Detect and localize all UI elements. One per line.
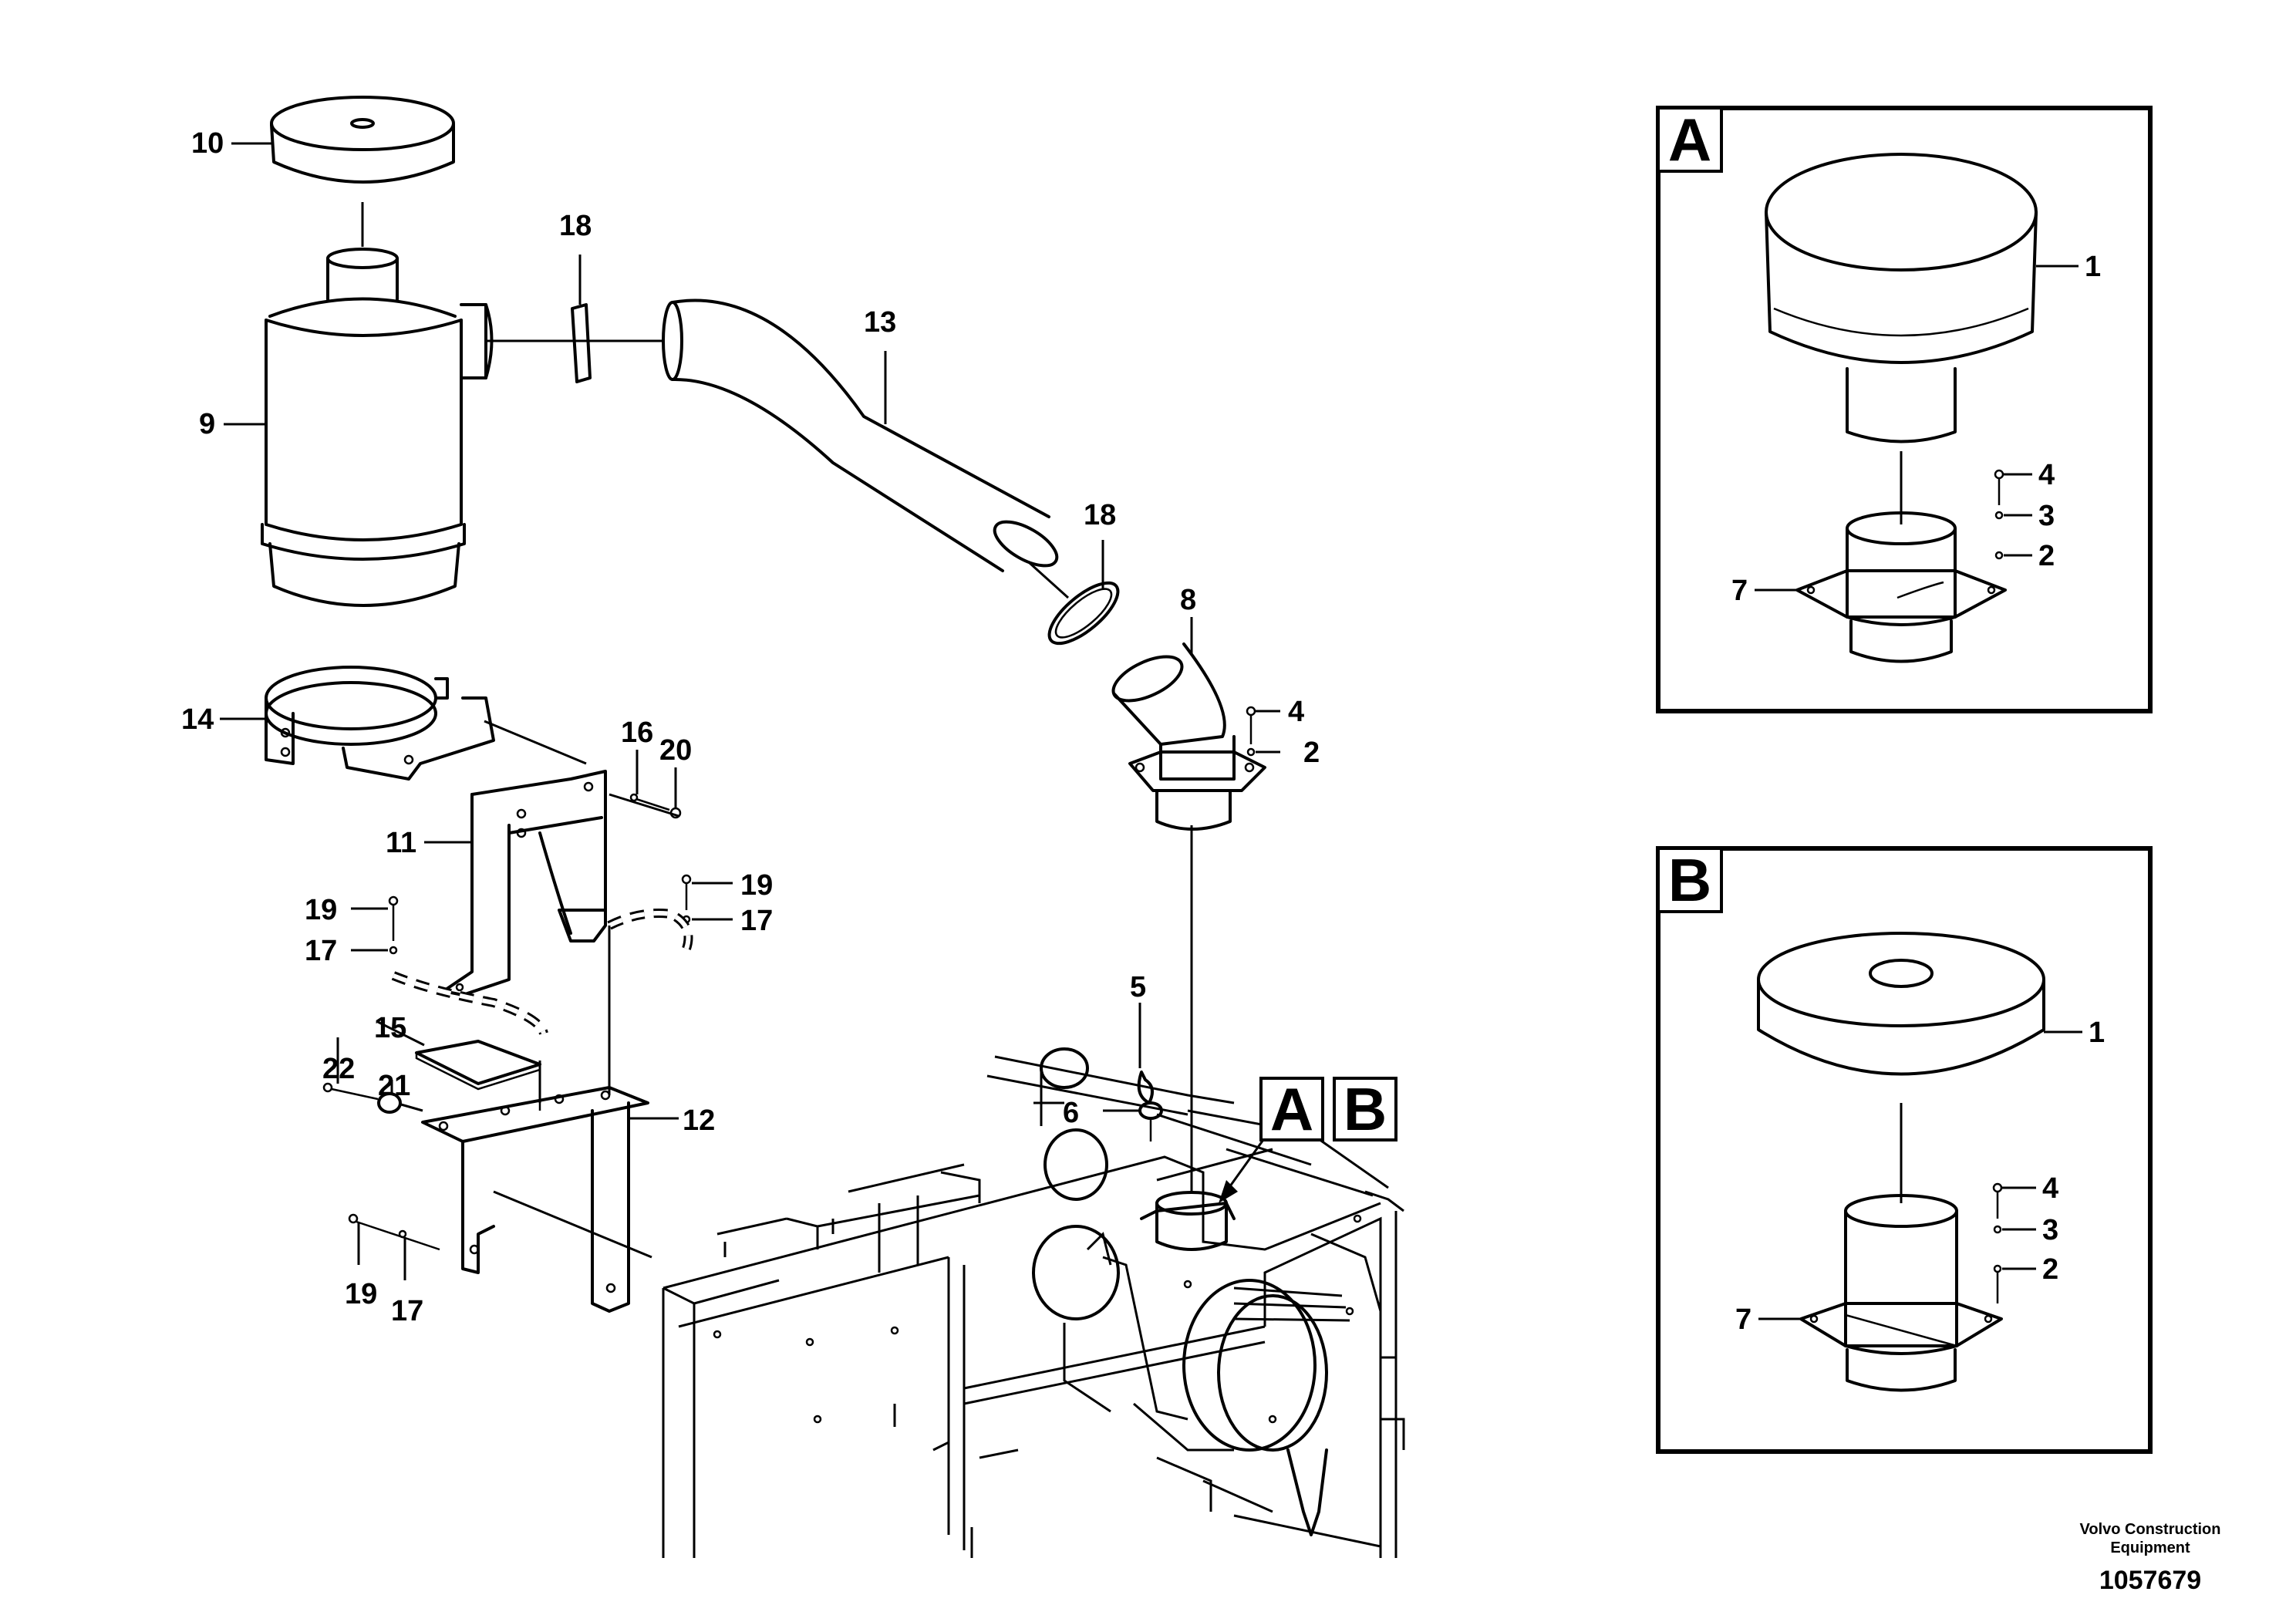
document-number: 1057679: [2099, 1566, 2202, 1595]
elbow-adapter-part-8: [1111, 617, 1266, 831]
detail-view-b: B: [1656, 846, 2153, 1454]
callout-17-left: 17: [305, 935, 337, 967]
support-bracket-part-11: [442, 770, 607, 996]
bolt-washer-parts-4-2: [1246, 706, 1280, 757]
callout-10: 10: [191, 127, 224, 160]
callout-19-bottom: 19: [345, 1278, 377, 1310]
view-reference-a-letter: A: [1270, 1075, 1313, 1143]
view-reference-box-b: B: [1333, 1075, 1397, 1143]
callout-2-main: 2: [1303, 737, 1320, 769]
callout-17-bottom: 17: [391, 1295, 423, 1327]
callout-labels-detail-a: 1 4 3 2 7: [1731, 251, 2101, 607]
detail-view-b-letter: B: [1668, 846, 1711, 914]
callout-6: 6: [1063, 1097, 1079, 1129]
machine-frame-background: [662, 1047, 1405, 1558]
callout-3-a: 3: [2038, 500, 2055, 532]
callout-2-a: 2: [2038, 540, 2055, 572]
bolt-parts-16-20: [629, 793, 682, 819]
clip-sensor-parts-5-6: [1103, 1003, 1163, 1141]
bolt-washer-parts-19-17-left: [351, 895, 548, 1036]
callout-19-left: 19: [305, 894, 337, 926]
air-filter-housing-part-9: [261, 248, 494, 607]
bolt-washer-parts-19-17-right: [607, 874, 733, 950]
callout-3-b: 3: [2042, 1214, 2058, 1246]
callout-20: 20: [659, 734, 692, 767]
callout-7-b: 7: [1735, 1303, 1752, 1336]
detail-view-a-letter: A: [1668, 106, 1711, 174]
callout-4-main: 4: [1288, 696, 1304, 728]
callout-2-b: 2: [2042, 1253, 2058, 1286]
callout-14: 14: [181, 703, 214, 736]
view-reference-pointer: [1219, 1137, 1266, 1203]
callout-11: 11: [386, 827, 416, 859]
mounting-strap-part-14: [265, 666, 587, 781]
callout-labels-main: 10 9 18 13 18 8 4 2 14 16 20 11 19 17 19…: [181, 127, 1320, 1327]
callout-9: 9: [199, 408, 215, 440]
callout-18-upper: 18: [559, 210, 592, 242]
callout-4-a: 4: [2038, 459, 2055, 491]
view-reference-b-letter: B: [1344, 1075, 1387, 1143]
callout-13: 13: [864, 306, 896, 339]
bolt-bushing-parts-21-22: [322, 1037, 423, 1114]
manufacturer-line-1: Volvo Construction: [2079, 1521, 2221, 1538]
callout-1-a: 1: [2085, 251, 2101, 283]
callout-17-right: 17: [740, 905, 773, 937]
callout-22: 22: [322, 1053, 355, 1085]
callout-15: 15: [374, 1012, 406, 1044]
hose-clamp-part-18-upper: [571, 255, 592, 383]
callout-12: 12: [683, 1104, 715, 1137]
callout-5: 5: [1130, 971, 1146, 1003]
precleaner-cap-part-10: [270, 96, 455, 184]
hose-clamp-part-18-lower: [1047, 540, 1120, 646]
callout-8: 8: [1180, 584, 1196, 616]
detail-view-a: A: [1656, 106, 2153, 713]
callout-7-a: 7: [1731, 575, 1748, 607]
callout-labels-detail-b: 1 4 3 2 7: [1735, 1017, 2105, 1336]
intake-hose-part-13: [662, 298, 1059, 572]
callout-1-b: 1: [2089, 1017, 2105, 1049]
bolt-washer-parts-19-17-bottom: [348, 1213, 440, 1280]
callout-4-b: 4: [2042, 1172, 2058, 1205]
callout-16: 16: [621, 717, 653, 749]
view-reference-box-a: A: [1259, 1075, 1324, 1143]
callout-21: 21: [378, 1070, 410, 1102]
callout-18-lower: 18: [1084, 499, 1116, 531]
manufacturer-line-2: Equipment: [2110, 1539, 2190, 1556]
callout-19-right: 19: [740, 869, 773, 902]
lower-bracket-part-12: [421, 926, 679, 1313]
